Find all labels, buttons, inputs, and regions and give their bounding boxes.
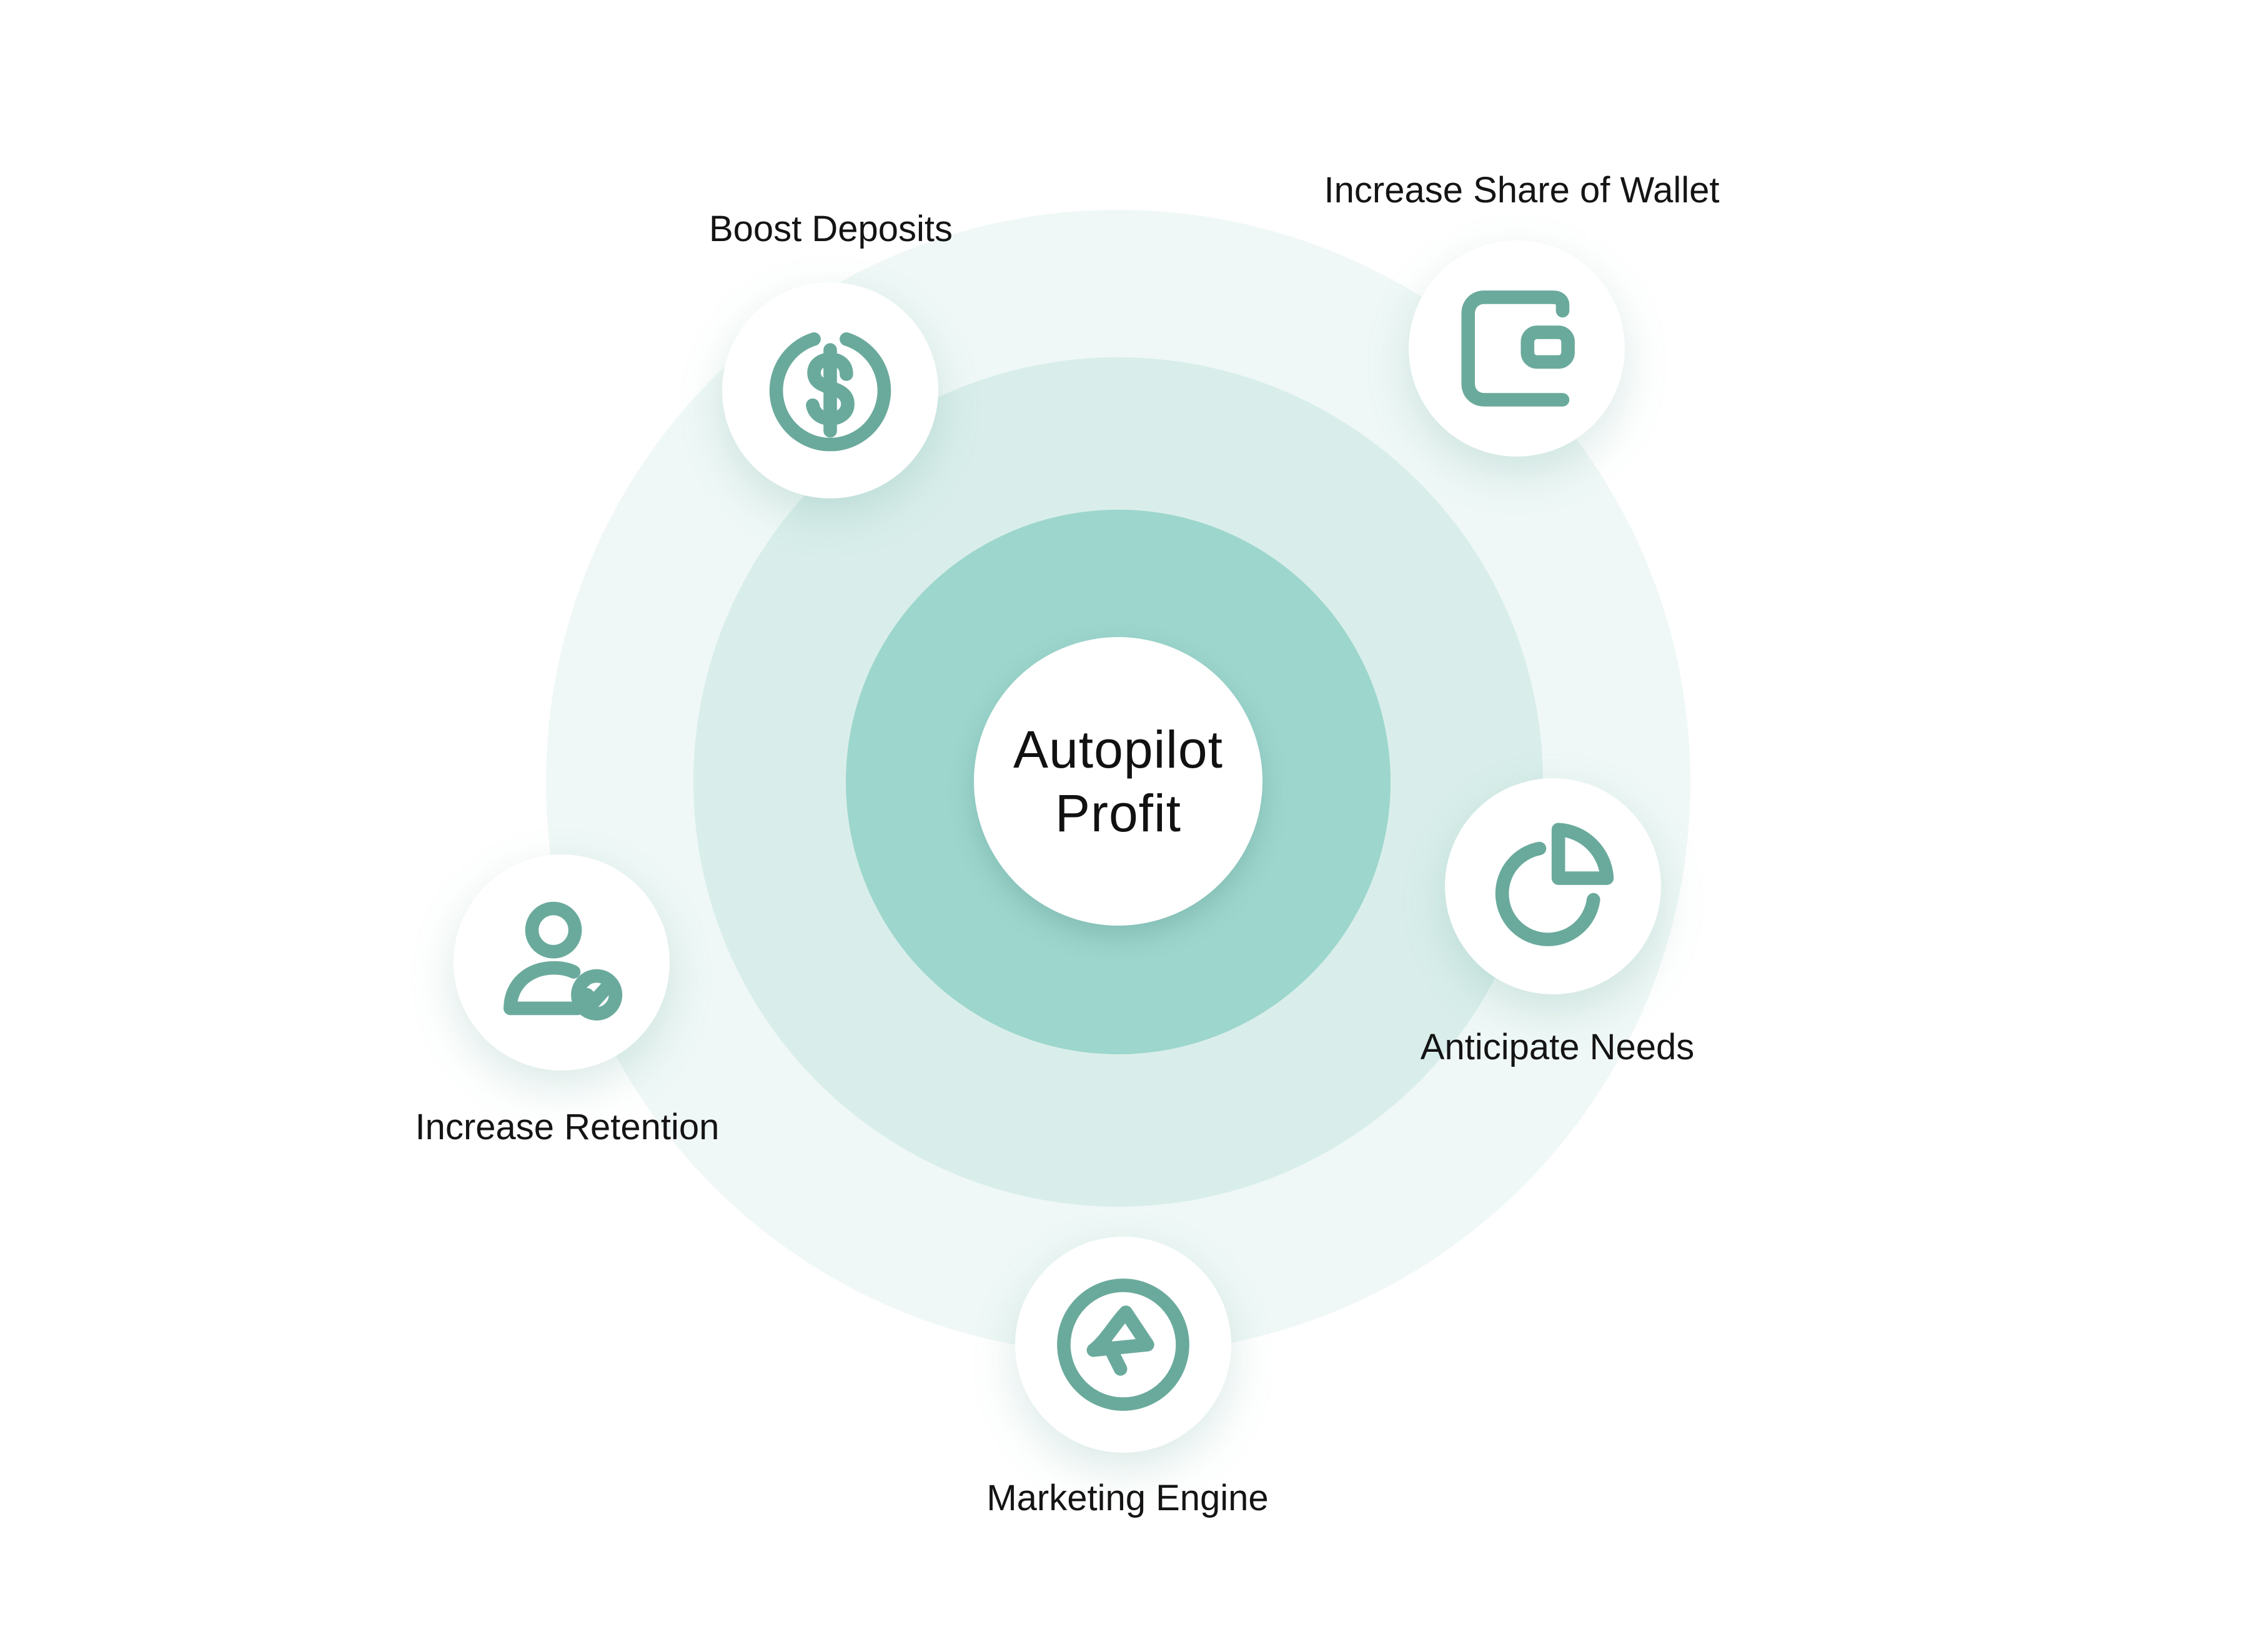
center-hub: Autopilot Profit <box>974 637 1262 926</box>
node-increase-retention <box>454 854 670 1071</box>
wallet-icon <box>1461 290 1575 407</box>
dollar-circle-icon <box>769 332 891 452</box>
pie-chart-icon <box>1495 823 1614 946</box>
center-title-line-2: Profit <box>1054 784 1182 843</box>
center-title: Autopilot Profit <box>1013 718 1223 845</box>
node-label-increase-retention: Increase Retention <box>415 1107 720 1147</box>
user-check-icon <box>503 901 623 1021</box>
center-title-line-1: Autopilot <box>1013 720 1223 779</box>
node-label-anticipate-needs: Anticipate Needs <box>1420 1027 1695 1067</box>
node-label-increase-share-of-wallet: Increase Share of Wallet <box>1324 170 1720 210</box>
node-marketing-engine <box>1015 1237 1231 1453</box>
node-label-marketing-engine: Marketing Engine <box>986 1478 1269 1518</box>
node-boost-deposits <box>722 282 938 498</box>
node-increase-share-of-wallet <box>1409 240 1625 457</box>
megaphone-icon <box>1057 1279 1189 1411</box>
node-anticipate-needs <box>1445 778 1661 994</box>
node-label-boost-deposits: Boost Deposits <box>708 209 953 249</box>
